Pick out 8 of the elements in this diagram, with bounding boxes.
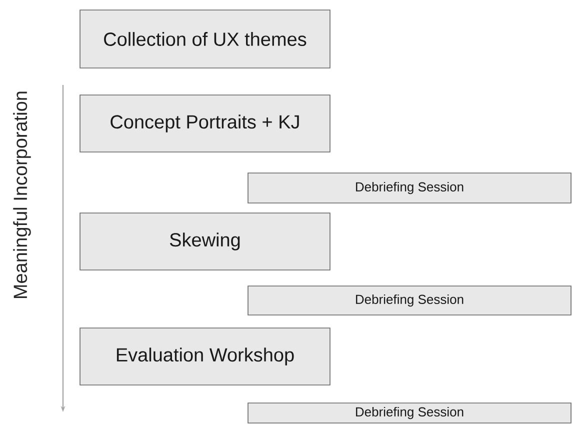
axis-label: Meaningful Incorporation [13, 92, 31, 298]
process-box: Concept Portraits + KJ [80, 94, 330, 152]
process-box: Collection of UX themes [80, 10, 330, 68]
session-bar: Debriefing Session [248, 172, 572, 204]
session-bar: Debriefing Session [248, 402, 572, 424]
session-bar: Debriefing Session [248, 286, 572, 316]
process-box: Skewing [80, 212, 330, 270]
process-box: Evaluation Workshop [80, 328, 330, 386]
